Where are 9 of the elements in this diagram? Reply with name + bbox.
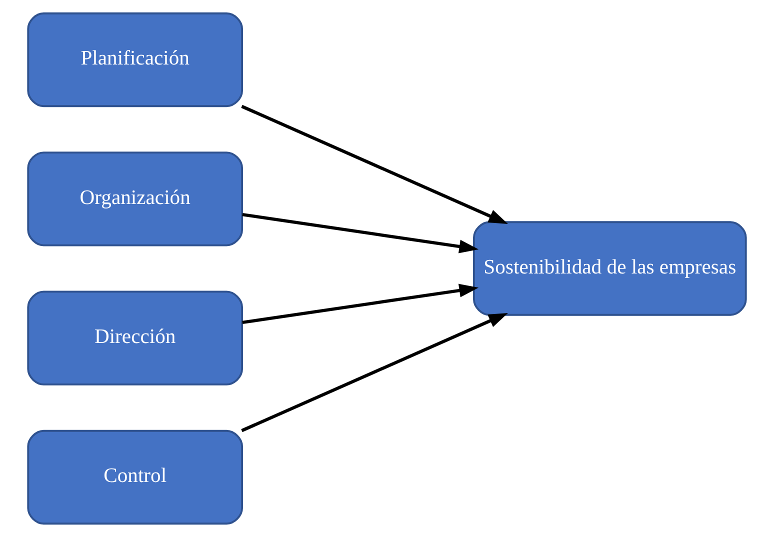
node-box: Organización [27,152,244,246]
node-box: Dirección [27,290,244,386]
node-box: Planificación [27,12,244,108]
arrow [241,312,508,432]
arrow [241,104,508,224]
arrow [242,212,479,254]
node-box: Control [27,430,244,525]
arrow [242,284,479,324]
node-box: Sostenibilidad de las empresas [473,221,747,316]
